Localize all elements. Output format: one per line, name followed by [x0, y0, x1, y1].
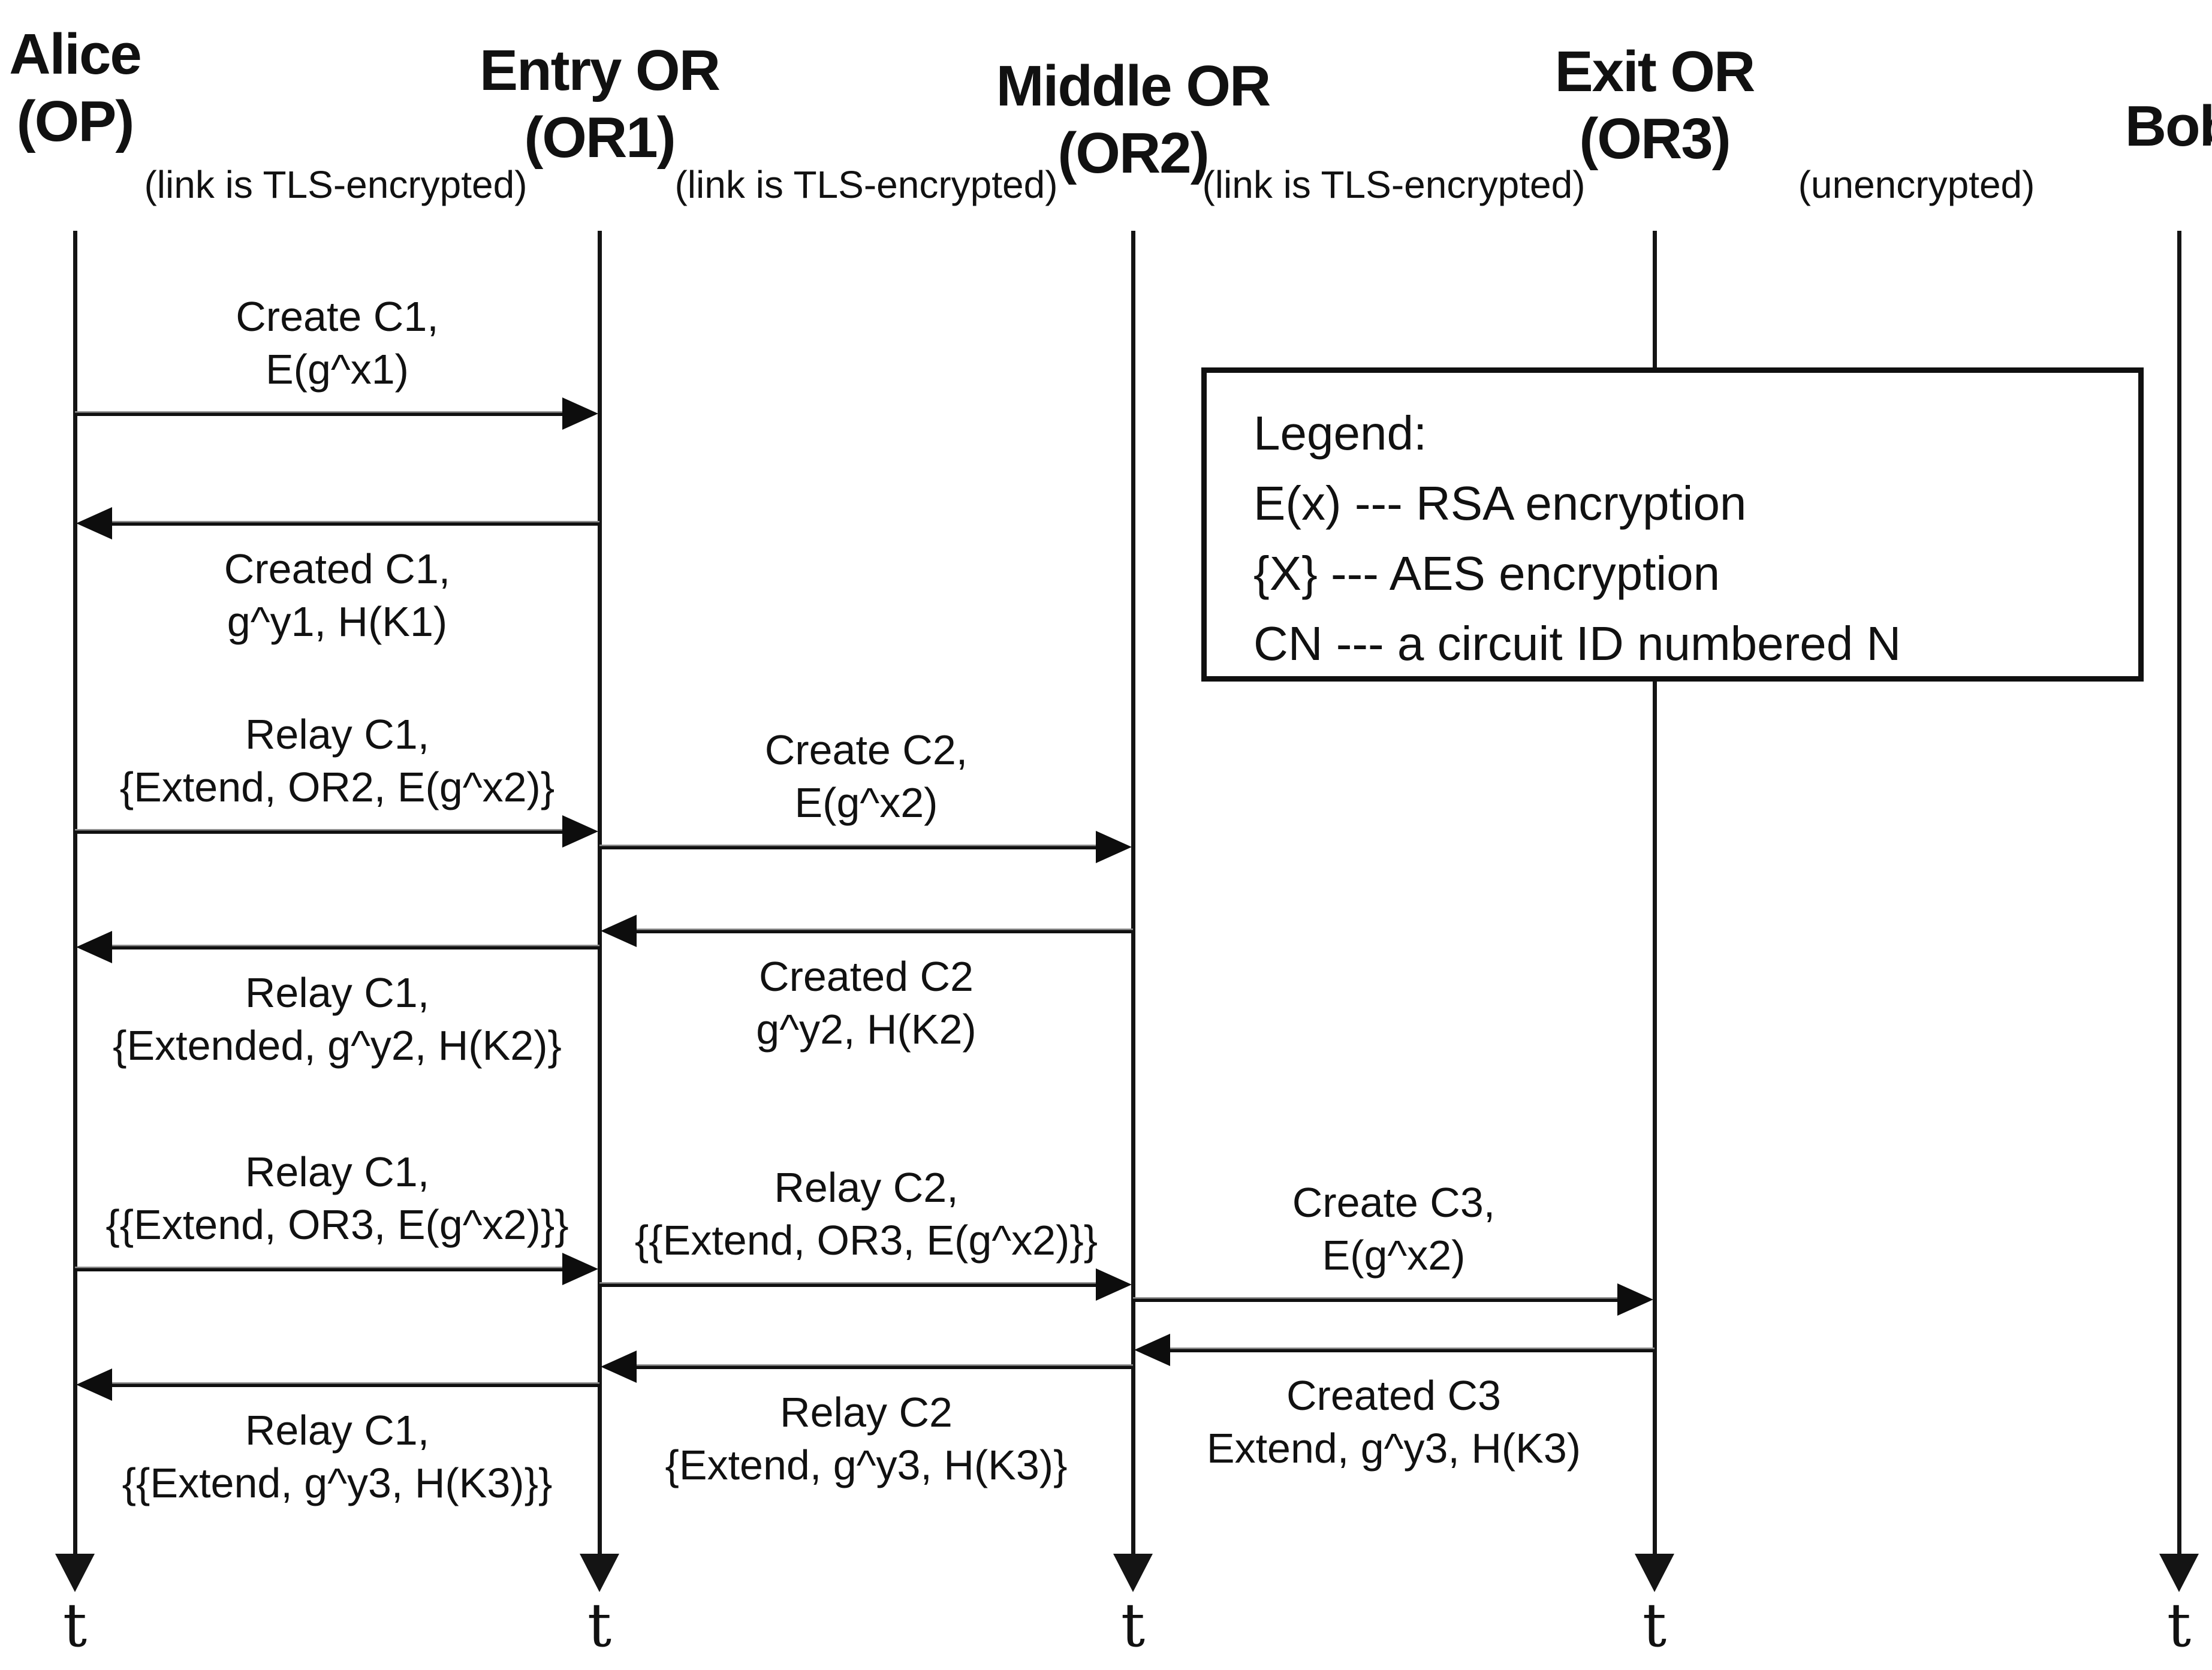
- message-label-line: {{Extend, OR3, E(g^x2)}}: [106, 1201, 569, 1248]
- message-label: Create C3, E(g^x2): [1292, 1176, 1495, 1282]
- message-label-line: {{Extend, g^y3, H(K3)}}: [122, 1460, 553, 1506]
- lifeline-arrowhead-icon: [580, 1554, 619, 1592]
- message-label-line: {Extend, OR2, E(g^x2)}: [119, 764, 555, 810]
- message-label-line: Create C1,: [236, 293, 439, 340]
- message-arrow-line: [632, 929, 1133, 933]
- message-label: Relay C1, {Extend, OR2, E(g^x2)}: [120, 708, 554, 813]
- legend-entries: E(x) --- RSA encryption {X} --- AES encry…: [1253, 468, 2138, 679]
- message-label-line: E(g^x2): [794, 779, 938, 826]
- message-label-line: Relay C1,: [245, 1148, 430, 1195]
- message-arrow-line: [632, 1364, 1133, 1369]
- message-label: Created C3 Extend, g^y3, H(K3): [1207, 1369, 1581, 1475]
- message-arrowhead-icon: [76, 507, 112, 539]
- message-label-line: Created C3: [1286, 1372, 1501, 1419]
- message-label: Create C2, E(g^x2): [765, 724, 968, 829]
- message-label: Relay C1, {{Extend, OR3, E(g^x2)}}: [106, 1146, 568, 1251]
- message-arrow-line: [75, 411, 567, 416]
- message-label-line: g^y1, H(K1): [227, 598, 448, 645]
- message-arrowhead-icon: [76, 1368, 112, 1401]
- message-label: Relay C1, {Extended, g^y2, H(K2)}: [113, 966, 562, 1072]
- legend-entry: E(x) --- RSA encryption: [1253, 477, 1747, 530]
- message-arrow-line: [1133, 1297, 1622, 1302]
- message-label-line: Relay C2,: [774, 1164, 959, 1211]
- message-label-line: {Extended, g^y2, H(K2)}: [113, 1022, 562, 1069]
- legend-entry: {X} --- AES encryption: [1253, 547, 1720, 600]
- message-arrow-line: [599, 1282, 1101, 1287]
- message-arrowhead-icon: [562, 1253, 598, 1285]
- message-label-line: Create C2,: [764, 727, 968, 773]
- actor-name: Exit OR: [1554, 40, 1756, 104]
- lifeline-arrowhead-icon: [1635, 1554, 1674, 1592]
- lifeline-or3: [1653, 231, 1657, 1556]
- message-label-line: Relay C1,: [245, 711, 430, 758]
- actor-name: Entry OR: [479, 38, 721, 103]
- message-arrowhead-icon: [1617, 1283, 1653, 1316]
- time-axis-label: t: [1642, 1590, 1667, 1660]
- message-label-line: E(g^x2): [1322, 1232, 1466, 1279]
- legend-title: Legend:: [1253, 406, 1427, 460]
- message-arrowhead-icon: [1096, 831, 1132, 863]
- actor-header-or2: Middle OR(OR2): [996, 53, 1271, 187]
- message-arrow-line: [107, 1382, 599, 1387]
- message-arrow-line: [107, 945, 599, 949]
- time-axis-label: t: [587, 1590, 612, 1660]
- link-encryption-label: (link is TLS-encrypted): [144, 163, 528, 206]
- message-label-line: {{Extend, OR3, E(g^x2)}}: [634, 1217, 1098, 1264]
- time-axis-label: t: [1120, 1590, 1146, 1660]
- actor-header-bob: Bob: [2125, 93, 2212, 160]
- link-encryption-label: (link is TLS-encrypted): [674, 163, 1058, 206]
- lifeline-bob: [2177, 231, 2181, 1556]
- time-axis-label: t: [2166, 1590, 2192, 1660]
- actor-name: Bob: [2124, 94, 2212, 158]
- message-label: Created C1, g^y1, H(K1): [224, 542, 450, 648]
- message-arrowhead-icon: [562, 815, 598, 848]
- lifeline-arrowhead-icon: [55, 1554, 95, 1592]
- message-arrow-line: [107, 521, 599, 526]
- message-arrow-line: [75, 1267, 567, 1271]
- actor-subname: (OR3): [1579, 107, 1731, 171]
- message-label-line: Extend, g^y3, H(K3): [1206, 1425, 1581, 1472]
- message-label: Relay C2 {Extend, g^y3, H(K3)}: [665, 1386, 1068, 1491]
- message-arrow-line: [599, 845, 1101, 849]
- lifeline-arrowhead-icon: [2159, 1554, 2199, 1592]
- message-label: Create C1, E(g^x1): [236, 290, 438, 396]
- link-encryption-label: (unencrypted): [1798, 163, 2035, 206]
- message-label: Relay C2, {{Extend, OR3, E(g^x2)}}: [635, 1161, 1098, 1267]
- message-arrow-line: [75, 829, 567, 834]
- message-label: Created C2 g^y2, H(K2): [756, 950, 976, 1056]
- lifeline-or2: [1131, 231, 1135, 1556]
- actor-header-or3: Exit OR(OR3): [1554, 38, 1756, 173]
- message-arrowhead-icon: [562, 397, 598, 430]
- message-arrow-line: [1165, 1348, 1655, 1352]
- lifeline-arrowhead-icon: [1113, 1554, 1153, 1592]
- actor-name: Alice: [9, 22, 141, 86]
- lifeline-alice: [73, 231, 77, 1556]
- message-label-line: Relay C1,: [245, 1407, 430, 1454]
- message-label-line: Created C1,: [224, 545, 451, 592]
- message-label-line: Create C3,: [1292, 1179, 1496, 1226]
- message-label-line: g^y2, H(K2): [756, 1006, 977, 1053]
- message-label-line: Created C2: [759, 953, 974, 1000]
- legend-entry: CN --- a circuit ID numbered N: [1253, 617, 1901, 670]
- message-label-line: Relay C2: [780, 1389, 953, 1436]
- actor-subname: (OR1): [524, 105, 676, 170]
- actor-name: Middle OR: [996, 54, 1271, 118]
- message-label-line: {Extend, g^y3, H(K3)}: [665, 1442, 1068, 1488]
- message-label: Relay C1, {{Extend, g^y3, H(K3)}}: [122, 1404, 553, 1509]
- actor-subname: (OP): [16, 89, 135, 153]
- message-arrowhead-icon: [601, 915, 637, 947]
- message-arrowhead-icon: [1134, 1334, 1170, 1366]
- message-arrowhead-icon: [1096, 1268, 1132, 1301]
- actor-header-or1: Entry OR(OR1): [479, 37, 721, 171]
- time-axis-label: t: [62, 1590, 88, 1660]
- actor-subname: (OR2): [1057, 121, 1209, 185]
- message-arrowhead-icon: [601, 1351, 637, 1383]
- lifeline-or1: [598, 231, 602, 1556]
- legend-box: Legend: E(x) --- RSA encryption {X} --- A…: [1201, 367, 2144, 682]
- link-encryption-label: (link is TLS-encrypted): [1202, 163, 1586, 206]
- message-arrowhead-icon: [76, 931, 112, 963]
- message-label-line: Relay C1,: [245, 969, 430, 1016]
- message-label-line: E(g^x1): [265, 346, 409, 393]
- actor-header-alice: Alice(OP): [9, 21, 141, 155]
